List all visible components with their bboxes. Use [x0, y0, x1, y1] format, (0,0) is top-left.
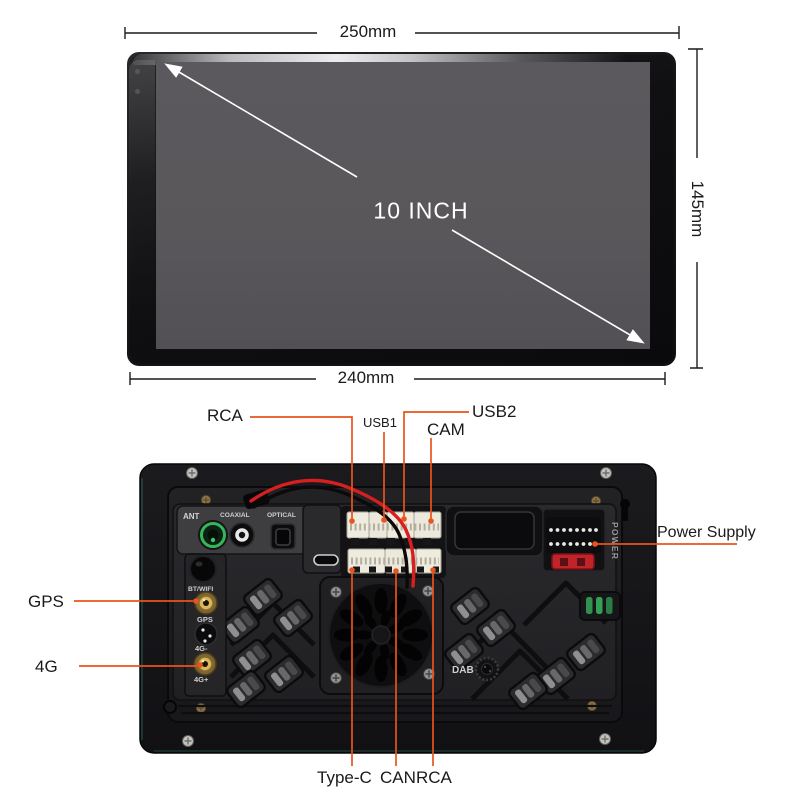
screen-size-label: 10 INCH [373, 197, 469, 224]
callout-usb2: USB2 [472, 402, 517, 421]
callout-type-c: Type-C [317, 768, 372, 787]
plate-screw [599, 466, 613, 480]
bt-wifi-connector [194, 591, 218, 615]
callout-gps: GPS [28, 592, 64, 611]
bezel-side-highlight [129, 60, 155, 356]
callout-leader-lines [74, 411, 737, 766]
optical-connector [270, 523, 296, 550]
side-height-dimension: 145mm [688, 180, 707, 238]
bt-wifi-label: BT/WIFI [188, 586, 213, 593]
rear-panel-view: ANT COAXIAL OPTICAL [74, 411, 737, 766]
vent-cluster-right [442, 580, 621, 713]
callout-rca-top: RCA [207, 406, 243, 425]
top-width-dimension: 250mm [339, 22, 397, 41]
4g-connector [193, 652, 217, 676]
fuse [551, 553, 595, 570]
vent-cluster-left [218, 575, 316, 711]
harness-connectors-bottom-row [347, 548, 442, 574]
power-wire [243, 478, 416, 589]
gps-panel-label: GPS [197, 615, 213, 624]
coaxial-connector [229, 522, 255, 548]
plate-screw [181, 734, 195, 748]
callout-can: CAN [380, 768, 416, 787]
green-vent-slot [606, 597, 613, 614]
chassis-screw [195, 702, 207, 714]
ant-label: ANT [183, 512, 200, 521]
bottom-width-dimension: 240mm [337, 368, 395, 387]
antenna-connector-block: ANT COAXIAL OPTICAL [176, 505, 312, 555]
type-c-bracket [302, 504, 342, 574]
dimension-lines [124, 26, 703, 385]
gps-socket [194, 622, 218, 646]
optical-label: OPTICAL [267, 512, 296, 519]
panel-ridges [178, 704, 612, 715]
antenna-column: BT/WIFI GPS 4G- 4G+ [184, 553, 227, 697]
mount-peg [620, 499, 630, 509]
callout-cam: CAM [427, 420, 465, 439]
callout-4g: 4G [35, 657, 58, 676]
callout-power-supply: Power Supply [657, 524, 756, 541]
chassis-screw [200, 494, 212, 506]
callout-rca-bottom: RCA [416, 768, 452, 787]
green-vent-slot [596, 597, 603, 614]
recessed-cover [445, 505, 544, 557]
dab-label: DAB [452, 665, 474, 676]
power-label: POWER [610, 522, 620, 560]
dab-connector: DAB [452, 656, 500, 682]
mount-clip [163, 700, 177, 714]
antenna-stub [189, 555, 217, 583]
4g-minus-label: 4G- [195, 644, 208, 653]
4g-plus-label: 4G+ [194, 675, 209, 684]
bezel-gloss-highlight [133, 54, 670, 65]
screen-diagonal-arrow [164, 63, 645, 344]
ant-connector [198, 520, 228, 550]
display-front-view [127, 52, 676, 366]
green-vent-slot [586, 597, 593, 614]
bezel-sensor-dot [135, 69, 140, 74]
plate-screw [598, 732, 612, 746]
display-screen [156, 62, 650, 349]
bezel-sensor-dot [135, 89, 140, 94]
type-c-port [313, 554, 339, 566]
callout-usb1: USB1 [363, 415, 397, 430]
coaxial-label: COAXIAL [220, 512, 250, 519]
plate-screw [185, 466, 199, 480]
mount-peg [622, 507, 628, 521]
cooling-fan [319, 576, 444, 695]
